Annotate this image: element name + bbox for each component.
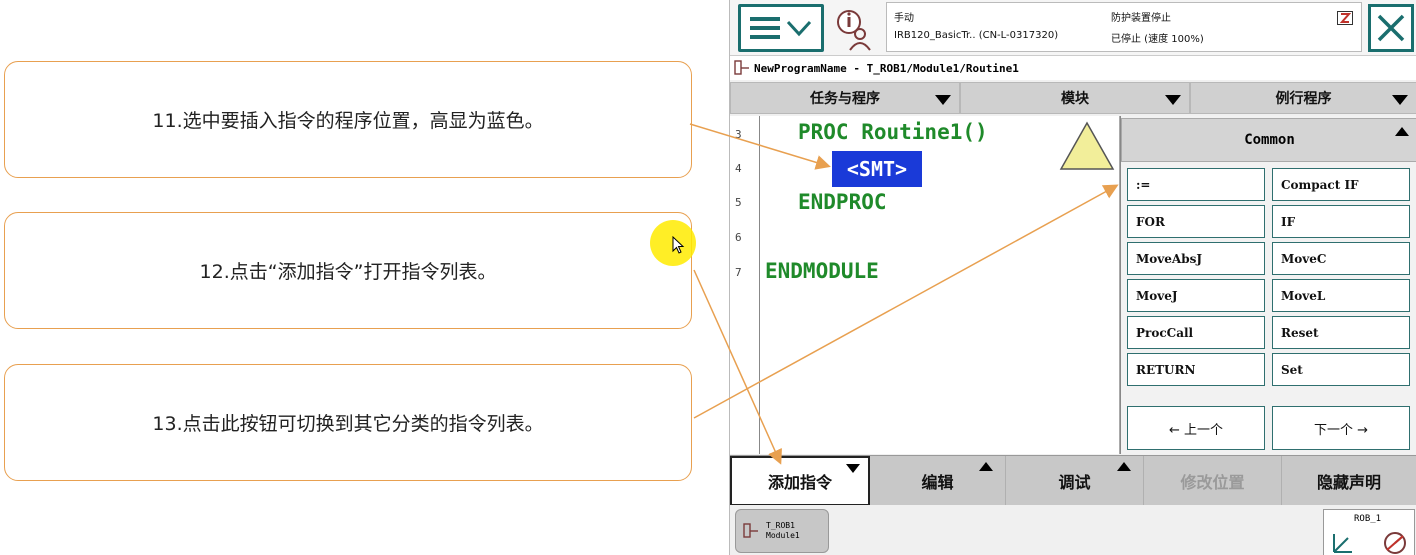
line-number: 7: [735, 266, 742, 279]
instruction-item[interactable]: MoveC: [1272, 242, 1410, 275]
run-state: 已停止 (速度 100%): [1111, 34, 1204, 45]
close-button[interactable]: [1368, 4, 1414, 52]
taskbar: T_ROB1 Module1 ROB_1: [730, 505, 1416, 555]
task-label: T_ROB1 Module1: [766, 521, 800, 541]
editor-tabs: 任务与程序 模块 例行程序: [730, 82, 1416, 114]
tab-label: 任务与程序: [810, 91, 880, 107]
speed-icon: [1384, 532, 1406, 554]
callout-text: 12.点击“添加指令”打开指令列表。: [199, 261, 497, 283]
robot-label: ROB_1: [1354, 514, 1382, 524]
top-bar: 手动 IRB120_BasicTr.. (CN-L-0317320) 防护装置停…: [730, 0, 1416, 56]
jog-axes-icon: [1333, 534, 1352, 553]
tab-label: 模块: [1061, 91, 1089, 107]
flexpendant-window: 手动 IRB120_BasicTr.. (CN-L-0317320) 防护装置停…: [729, 0, 1416, 555]
tab-label: 例行程序: [1275, 91, 1332, 107]
line-number: 5: [735, 196, 742, 209]
instruction-item[interactable]: MoveJ: [1127, 279, 1265, 312]
tab-routines[interactable]: 例行程序: [1190, 82, 1416, 114]
callout-text: 11.选中要插入指令的程序位置，高显为蓝色。: [152, 110, 544, 132]
instruction-item[interactable]: IF: [1272, 205, 1410, 238]
code-line-endmodule[interactable]: ENDMODULE: [765, 259, 879, 283]
main-menu-button[interactable]: [738, 4, 824, 52]
close-icon: [1377, 14, 1405, 42]
code-line-proc[interactable]: PROC Routine1(): [798, 120, 988, 144]
command-label: 隐藏声明: [1316, 473, 1381, 492]
dropdown-arrow-icon: [846, 464, 860, 473]
chevron-down-icon: [786, 20, 812, 37]
line-number: 3: [735, 128, 742, 141]
instruction-item[interactable]: MoveL: [1272, 279, 1410, 312]
menu-icon: [750, 17, 780, 39]
modify-position-button[interactable]: 修改位置: [1144, 456, 1282, 506]
command-label: 修改位置: [1180, 473, 1245, 492]
command-label: 编辑: [921, 473, 954, 492]
operating-mode: 手动: [894, 13, 914, 24]
safety-state: 防护装置停止: [1111, 13, 1171, 24]
status-panel: 手动 IRB120_BasicTr.. (CN-L-0317320) 防护装置停…: [886, 2, 1362, 52]
instruction-item[interactable]: FOR: [1127, 205, 1265, 238]
task-label-line2: Module1: [766, 531, 800, 540]
instruction-category-button[interactable]: Common: [1121, 118, 1416, 162]
instruction-item[interactable]: Reset: [1272, 316, 1410, 349]
callout-step-12: 12.点击“添加指令”打开指令列表。: [4, 212, 692, 329]
debug-button[interactable]: 调试: [1006, 456, 1144, 506]
task-label-line1: T_ROB1: [766, 521, 795, 530]
system-name: IRB120_BasicTr.. (CN-L-0317320): [894, 30, 1059, 41]
event-log-icon[interactable]: [834, 8, 876, 52]
command-bar: 添加指令 编辑 调试 修改位置 隐藏声明: [730, 455, 1416, 506]
motors-status-icon: [1337, 11, 1353, 25]
expand-up-icon: [979, 462, 993, 471]
instruction-item[interactable]: ProcCall: [1127, 316, 1265, 349]
add-instruction-button[interactable]: 添加指令: [730, 456, 870, 506]
mouse-cursor-icon: [672, 236, 685, 254]
dropdown-arrow-icon: [1165, 95, 1181, 105]
callout-text: 13.点击此按钮可切换到其它分类的指令列表。: [152, 413, 544, 435]
previous-page-button[interactable]: ← 上一个: [1127, 406, 1265, 450]
tab-modules[interactable]: 模块: [960, 82, 1190, 114]
program-editor-task-button[interactable]: T_ROB1 Module1: [735, 509, 829, 553]
breadcrumb-path: NewProgramName - T_ROB1/Module1/Routine1: [754, 61, 1019, 75]
program-editor-icon: [734, 60, 749, 75]
line-number: 4: [735, 162, 742, 175]
hide-declarations-button[interactable]: 隐藏声明: [1282, 456, 1416, 506]
expand-up-icon: [1117, 462, 1131, 471]
smt-placeholder-selected[interactable]: <SMT>: [832, 151, 922, 187]
collapse-arrow-icon: [1395, 127, 1409, 136]
instruction-item[interactable]: Set: [1272, 353, 1410, 386]
line-number: 6: [735, 231, 742, 244]
callout-step-11: 11.选中要插入指令的程序位置，高显为蓝色。: [4, 61, 692, 178]
code-line-endproc[interactable]: ENDPROC: [798, 190, 887, 214]
instruction-list-panel: Common := Compact IF FOR IF MoveAbsJ Mov…: [1120, 116, 1416, 454]
dropdown-arrow-icon: [935, 95, 951, 105]
next-page-button[interactable]: 下一个 →: [1272, 406, 1410, 450]
warning-triangle-icon: [1059, 121, 1115, 170]
quickset-robot-button[interactable]: ROB_1: [1323, 509, 1415, 555]
edit-button[interactable]: 编辑: [870, 456, 1006, 506]
command-label: 添加指令: [767, 473, 832, 492]
category-title: Common: [1244, 132, 1295, 148]
instruction-item[interactable]: RETURN: [1127, 353, 1265, 386]
instruction-item[interactable]: Compact IF: [1272, 168, 1410, 201]
tab-tasks-and-programs[interactable]: 任务与程序: [730, 82, 960, 114]
line-number-gutter: 3 4 5 6 7: [730, 116, 760, 454]
instruction-item[interactable]: :=: [1127, 168, 1265, 201]
callout-step-13: 13.点击此按钮可切换到其它分类的指令列表。: [4, 364, 692, 481]
code-editor[interactable]: 3 4 5 6 7 PROC Routine1() <SMT> ENDPROC …: [730, 116, 1120, 454]
instruction-item[interactable]: MoveAbsJ: [1127, 242, 1265, 275]
breadcrumb: NewProgramName - T_ROB1/Module1/Routine1: [730, 56, 1416, 80]
dropdown-arrow-icon: [1392, 95, 1408, 105]
program-editor-icon: [743, 523, 758, 538]
command-label: 调试: [1058, 473, 1091, 492]
